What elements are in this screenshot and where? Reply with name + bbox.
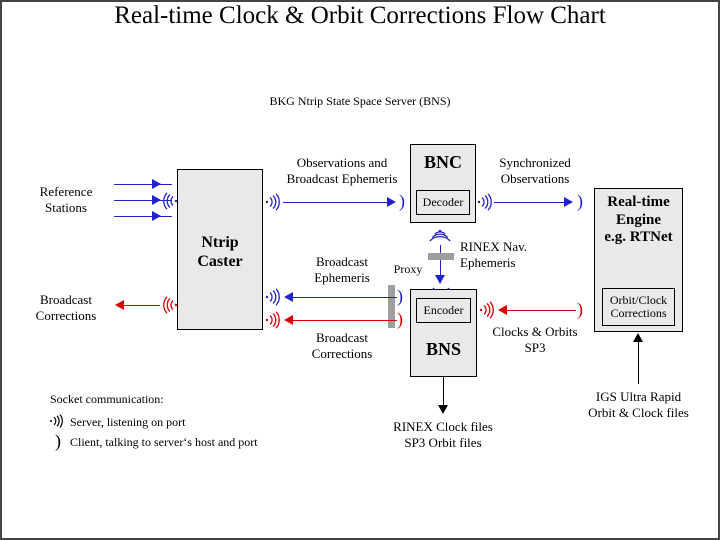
server-antenna-icon-caster-bccorr (265, 310, 281, 335)
rinex-clock-files-label: RINEX Clock files SP3 Orbit files (393, 419, 493, 450)
rinex-nav-ephemeris-label: RINEX Nav. Ephemeris (460, 239, 528, 270)
server-antenna-icon-bnc-nav (428, 229, 452, 250)
ref-station-arrow-2 (152, 195, 161, 205)
bns-label: BNS (425, 339, 461, 359)
client-paren-icon-bnc-obs: ) (399, 191, 405, 211)
broadcast-corrections-arrow (284, 315, 293, 325)
rt-engine-label: Real-time Engine e.g. RTNet (604, 194, 673, 246)
observations-line (283, 202, 389, 203)
clocks-orbits-arrow (498, 305, 507, 315)
clocks-orbits-line (507, 310, 576, 311)
rinex-clock-files-arrow (438, 405, 448, 414)
broadcast-corrections-edge-label: Broadcast Corrections (311, 330, 373, 361)
client-paren-icon-bns-bccorr: ) (397, 309, 403, 329)
legend-heading: Socket communication: (50, 392, 164, 406)
igs-ultra-rapid-label: IGS Ultra Rapid Orbit & Clock files (588, 389, 689, 420)
rinex-clock-files-line (443, 377, 444, 408)
bns-encoder-subbox[interactable]: Encoder (416, 298, 471, 323)
broadcast-ephemeris-line (293, 297, 397, 298)
synchronized-observations-line (494, 202, 566, 203)
client-paren-icon-bns-bceph: ) (397, 286, 403, 306)
observations-arrow (387, 197, 396, 207)
broadcast-ephemeris-label: Broadcast Ephemeris (314, 254, 370, 285)
bnc-decoder-subbox[interactable]: Decoder (416, 190, 470, 215)
proxy-bar-horizontal (388, 285, 395, 328)
node-ntrip-caster[interactable] (177, 169, 263, 330)
proxy-bar-vertical (428, 253, 454, 260)
clocks-orbits-label: Clocks & Orbits SP3 (492, 324, 578, 355)
rinex-nav-ephemeris-arrow (435, 275, 445, 284)
legend-client-text: Client, talking to server‘s host and por… (70, 435, 258, 449)
reference-stations-label: Reference Stations (39, 184, 93, 215)
ref-station-line-3 (114, 216, 172, 217)
ref-station-line-1 (114, 184, 172, 185)
broadcast-corrections-line (293, 320, 397, 321)
ref-station-arrow-3 (152, 211, 161, 221)
page-subtitle: BKG Ntrip State Space Server (BNS) (269, 94, 451, 108)
synchronized-observations-arrow (564, 197, 573, 207)
ref-station-arrow-1 (152, 179, 161, 189)
observations-broadcast-ephemeris-label: Observations and Broadcast Ephemeris (286, 155, 398, 186)
igs-arrow (633, 333, 643, 342)
rt-engine-orbit-clock-corrections-subbox[interactable]: Orbit/Clock Corrections (602, 288, 675, 326)
client-paren-icon-rte-clocks: ) (577, 299, 583, 319)
ref-station-line-2 (114, 200, 172, 201)
broadcast-ephemeris-arrow (284, 292, 293, 302)
client-paren-icon-legend: ) (55, 431, 61, 451)
proxy-label: Proxy (393, 262, 423, 276)
igs-line (638, 342, 639, 384)
broadcast-corrections-out-label: Broadcast Corrections (35, 292, 97, 323)
server-antenna-icon-caster-bceph (265, 287, 281, 312)
server-antenna-icon-caster-out (162, 295, 178, 320)
ntrip-caster-label: Ntrip Caster (197, 234, 243, 270)
synchronized-observations-label: Synchronized Observations (499, 155, 571, 186)
rinex-nav-ephemeris-line (440, 245, 441, 283)
bnc-label: BNC (423, 152, 462, 172)
server-antenna-icon-bns-clocks (479, 300, 495, 325)
server-antenna-icon-legend (49, 414, 66, 433)
client-paren-icon-rte-sync: ) (577, 191, 583, 211)
page-title: Real-time Clock & Orbit Corrections Flow… (114, 2, 606, 29)
legend-server-text: Server, listening on port (70, 415, 186, 429)
server-antenna-icon-caster-obs (265, 192, 281, 217)
broadcast-corrections-out-arrow (115, 300, 124, 310)
server-antenna-icon-caster-in (162, 191, 178, 216)
server-antenna-icon-bnc-sync (477, 192, 493, 217)
broadcast-corrections-out-line (124, 305, 160, 306)
